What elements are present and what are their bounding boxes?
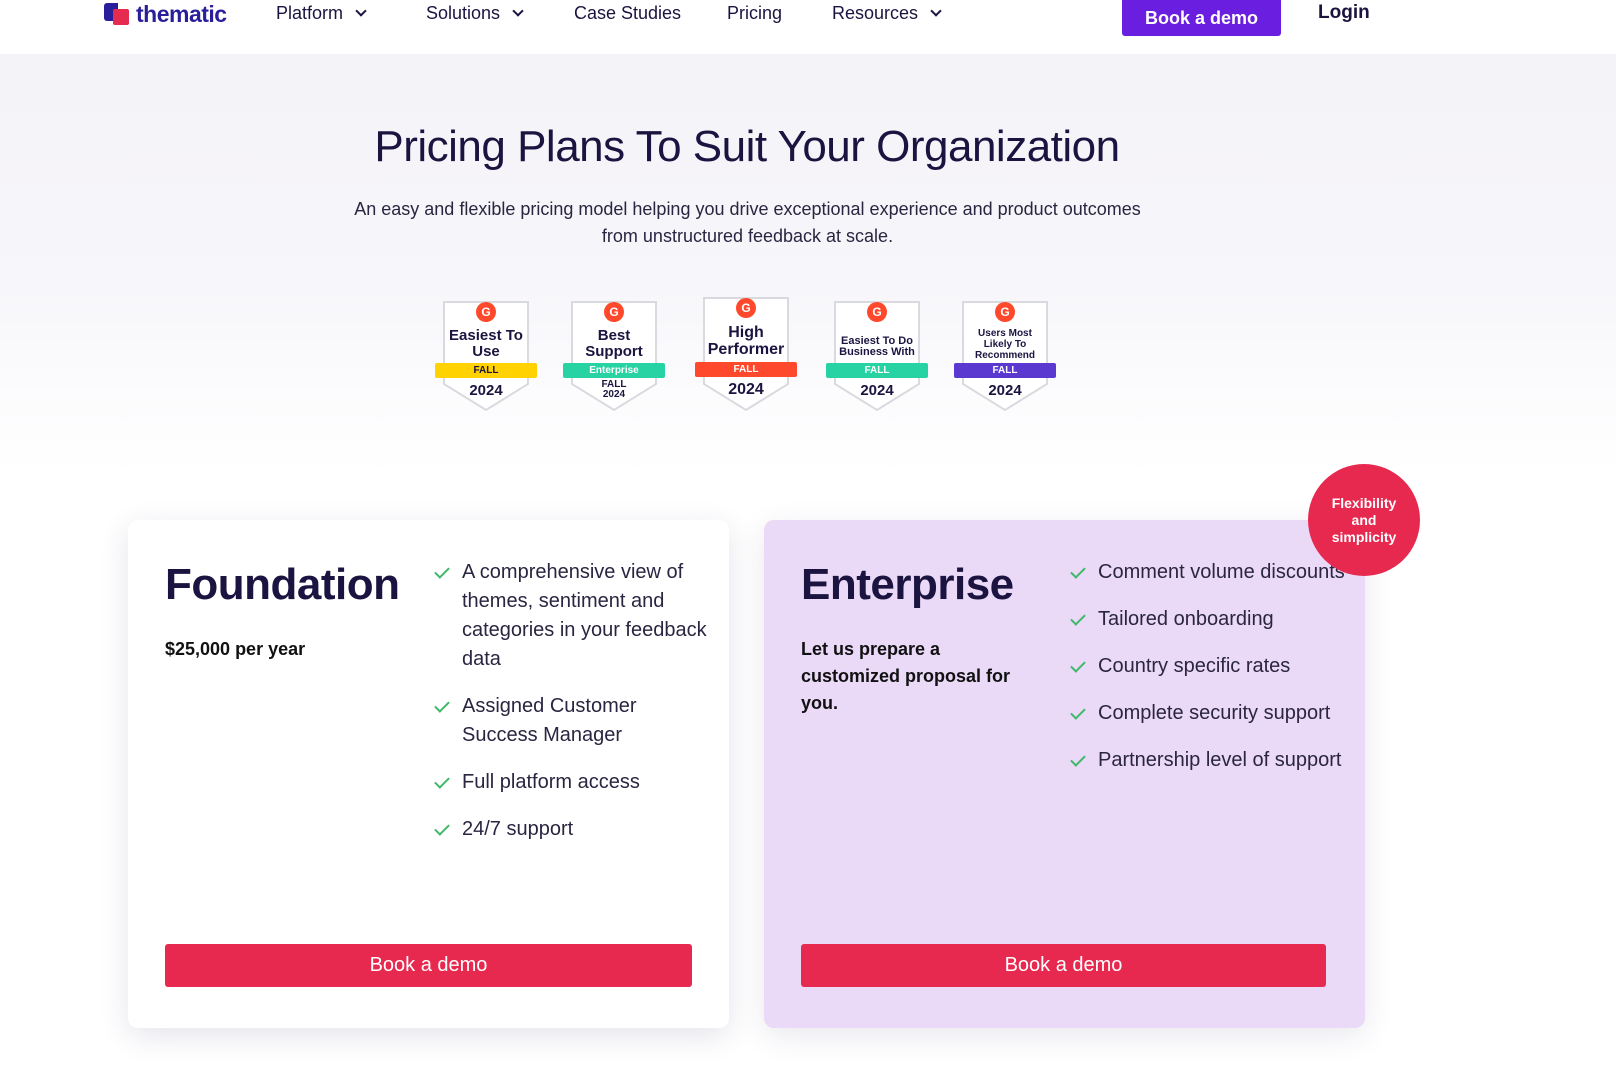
feature-item: Comment volume discounts (1070, 558, 1347, 587)
g2-logo-icon: G (995, 302, 1015, 322)
badge-ribbon: FALL (435, 363, 537, 378)
thematic-logo[interactable]: thematic (104, 0, 227, 28)
badge-ribbon: FALL (954, 363, 1056, 378)
g2-logo-icon: G (736, 298, 756, 318)
g2-logo-icon: G (604, 302, 624, 322)
nav-platform[interactable]: Platform (276, 0, 367, 26)
enterprise-book-demo-button[interactable]: Book a demo (801, 944, 1326, 987)
plan-name: Enterprise (801, 560, 1014, 609)
check-icon (1070, 657, 1086, 673)
top-nav: thematic Platform Solutions Case Studies… (0, 0, 1616, 54)
page-subtitle: An easy and flexible pricing model helpi… (354, 199, 1141, 246)
nav-book-demo-button[interactable]: Book a demo (1122, 0, 1281, 36)
plan-features: A comprehensive view of themes, sentimen… (434, 558, 711, 862)
g2-badge-most-likely-recommend: G Users Most Likely To Recommend FALL 20… (954, 300, 1056, 412)
badge-title: Users Most Likely To Recommend (974, 328, 1035, 361)
login-link[interactable]: Login (1318, 2, 1370, 23)
nav-pricing[interactable]: Pricing (727, 2, 783, 23)
logo-text: thematic (136, 0, 227, 27)
check-icon (434, 563, 450, 579)
feature-item: A comprehensive view of themes, sentimen… (434, 558, 711, 674)
chevron-down-icon (512, 4, 524, 17)
feature-item: Complete security support (1070, 699, 1347, 728)
nav-resources[interactable]: Resources (832, 0, 942, 26)
nav-solutions[interactable]: Solutions (426, 0, 524, 26)
badge-title: Easiest To Do Business With (839, 335, 915, 358)
g2-badge-easiest-to-use: G Easiest To Use FALL 2024 (435, 300, 537, 412)
flexibility-badge: Flexibility and simplicity (1308, 464, 1420, 576)
g2-badge-easiest-business: G Easiest To Do Business With FALL 2024 (826, 300, 928, 412)
badge-title: Best Support (585, 327, 643, 360)
foundation-book-demo-button[interactable]: Book a demo (165, 944, 692, 987)
check-icon (434, 773, 450, 789)
badge-ribbon: FALL (826, 363, 928, 378)
chevron-down-icon (930, 4, 942, 17)
badge-year: 2024 (469, 382, 503, 399)
g2-badge-high-performer: G High Performer FALL 2024 (695, 296, 797, 412)
plan-card-enterprise: Enterprise Let us prepare a customized p… (764, 520, 1365, 1028)
feature-item: Country specific rates (1070, 652, 1347, 681)
plan-card-foundation: Foundation $25,000 per year A comprehens… (128, 520, 729, 1028)
g2-badge-best-support: G Best Support Enterprise FALL 2024 (563, 300, 665, 412)
nav-case-studies[interactable]: Case Studies (574, 2, 682, 23)
plan-features: Comment volume discounts Tailored onboar… (1070, 558, 1347, 793)
badge-title: Easiest To Use (449, 327, 523, 360)
check-icon (1070, 563, 1086, 579)
badge-ribbon: Enterprise (563, 363, 665, 378)
feature-item: Partnership level of support (1070, 746, 1347, 775)
plan-price: Let us prepare a customized proposal for… (801, 639, 1011, 713)
feature-item: Tailored onboarding (1070, 605, 1347, 634)
check-icon (1070, 704, 1086, 720)
check-icon (434, 697, 450, 713)
badge-year: 2024 (988, 382, 1022, 399)
plan-name: Foundation (165, 560, 400, 609)
check-icon (434, 820, 450, 836)
check-icon (1070, 751, 1086, 767)
page-title: Pricing Plans To Suit Your Organization (374, 122, 1120, 171)
badge-title: High Performer (707, 324, 785, 358)
feature-item: Assigned Customer Success Manager (434, 692, 711, 750)
badge-year: FALL 2024 (601, 379, 627, 400)
g2-logo-icon: G (476, 302, 496, 322)
plan-price: $25,000 per year (165, 639, 306, 659)
badge-year: 2024 (728, 381, 764, 398)
chevron-down-icon (355, 4, 367, 17)
check-icon (1070, 610, 1086, 626)
logo-icon (104, 1, 130, 27)
g2-logo-icon: G (867, 302, 887, 322)
badge-ribbon: FALL (695, 362, 797, 377)
pricing-hero (0, 54, 1616, 474)
feature-item: Full platform access (434, 768, 711, 797)
feature-item: 24/7 support (434, 815, 711, 844)
badge-year: 2024 (860, 382, 894, 399)
